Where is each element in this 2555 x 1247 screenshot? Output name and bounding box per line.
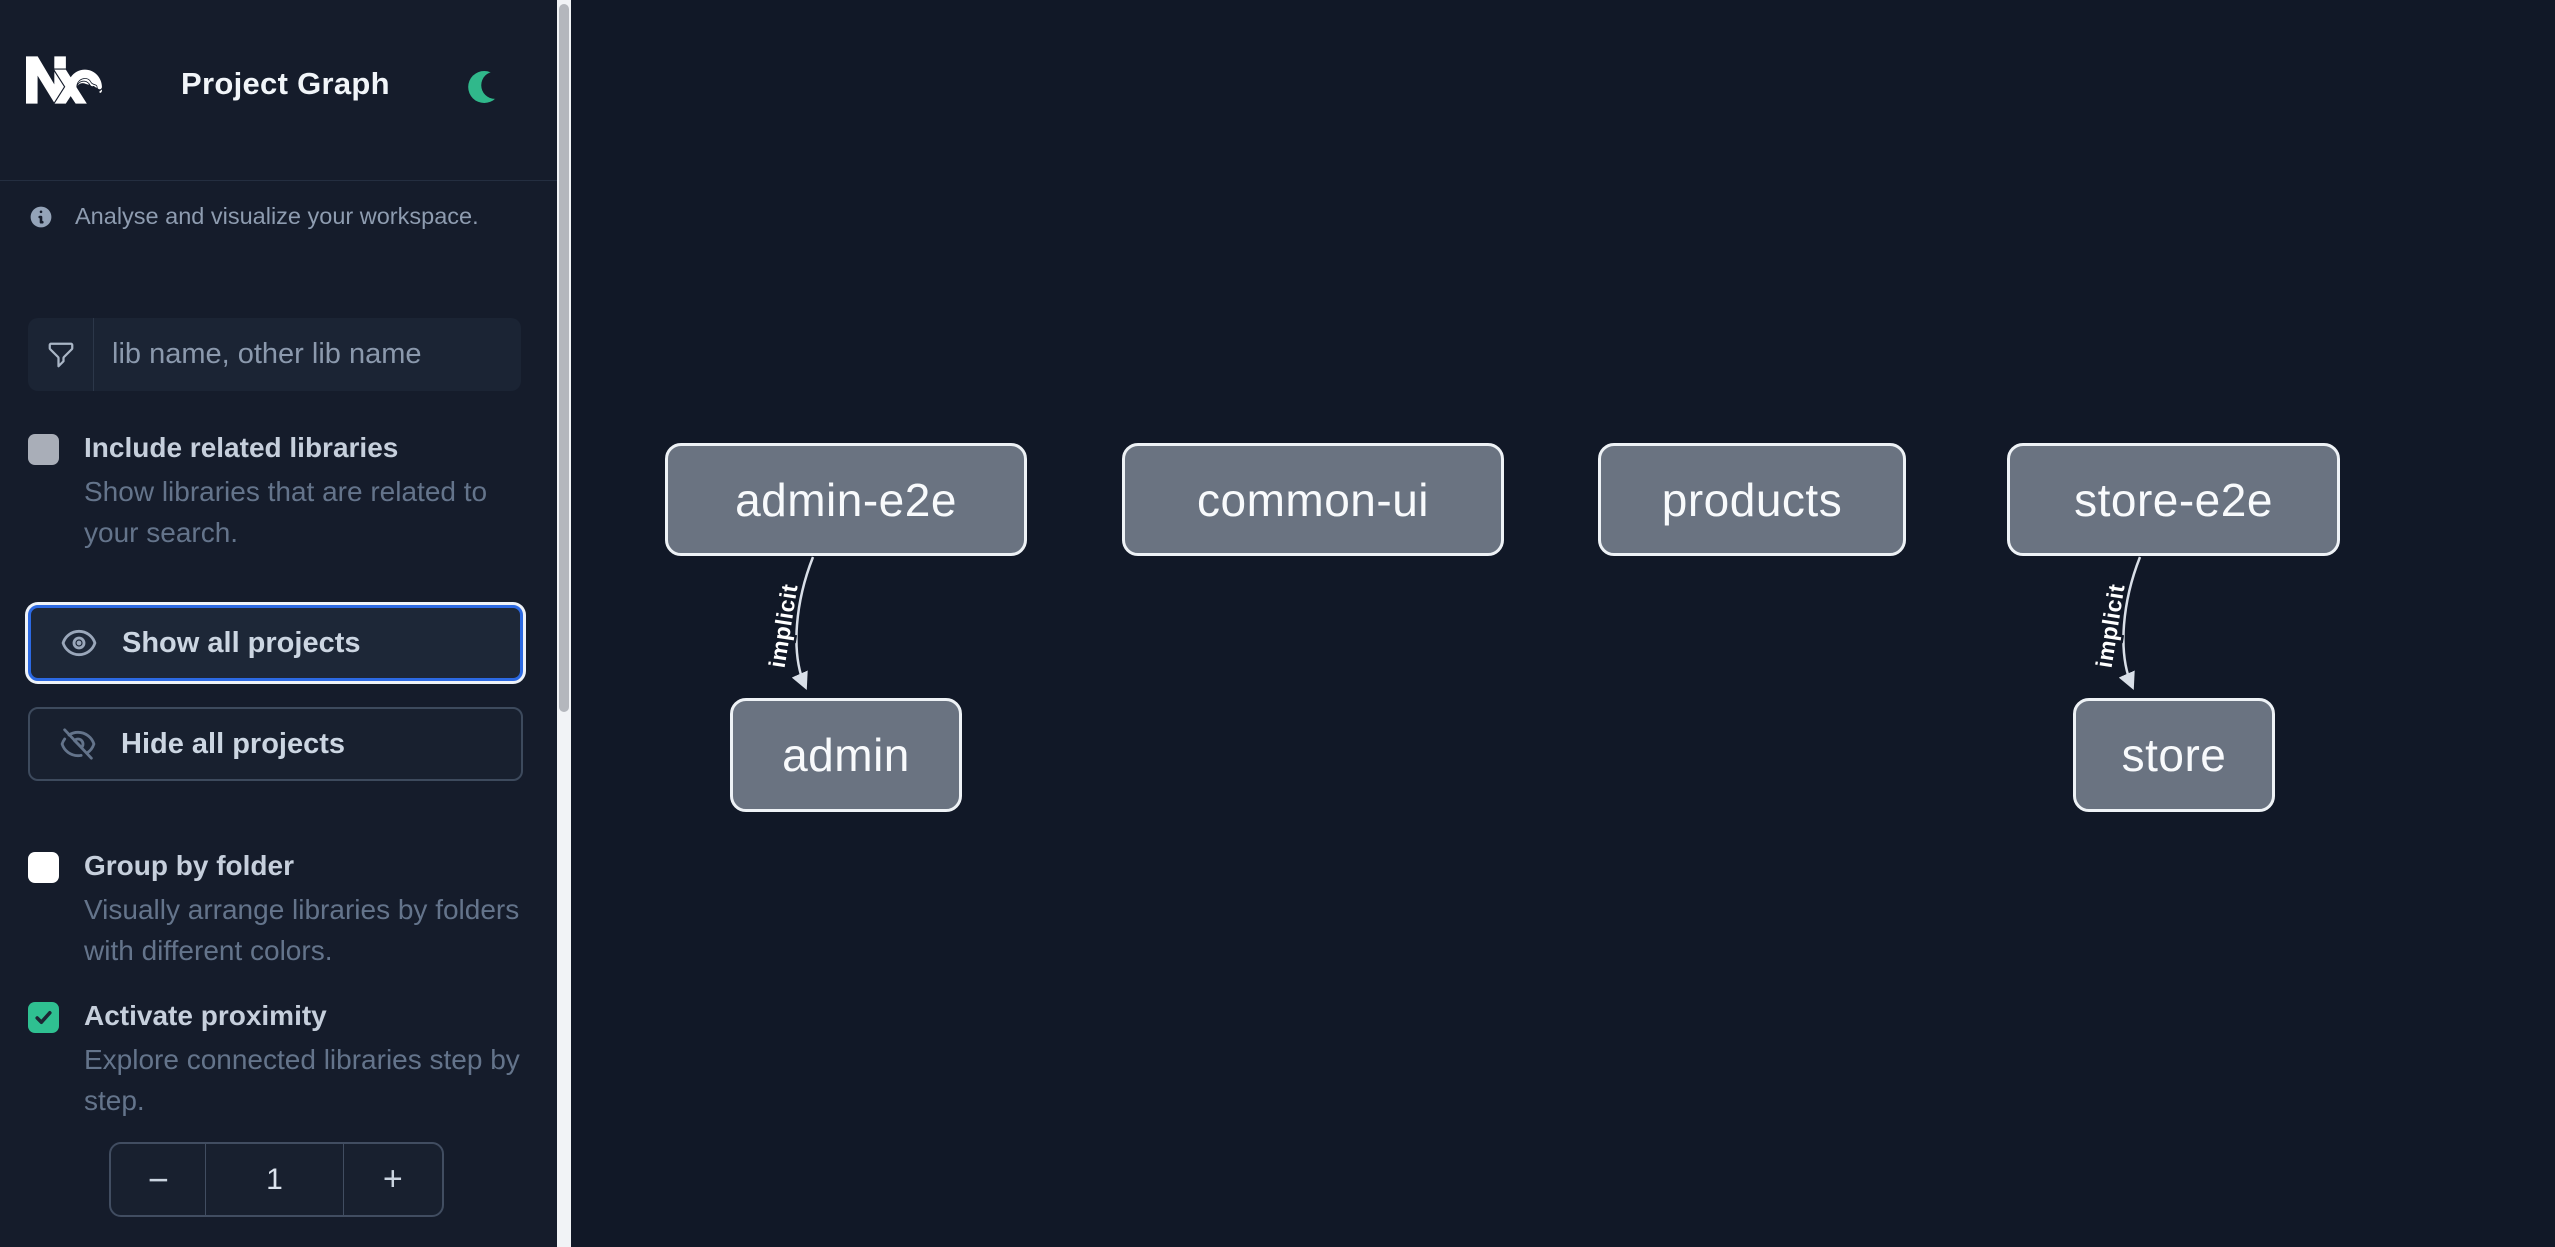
nx-logo-icon — [26, 56, 102, 104]
tagline-text: Analyse and visualize your workspace. — [75, 203, 479, 229]
info-icon — [30, 206, 52, 227]
group-by-folder-description: Visually arrange libraries by folders wi… — [84, 894, 520, 966]
graph-node-store-e2e[interactable]: store-e2e — [2007, 443, 2340, 556]
show-all-projects-label: Show all projects — [122, 626, 361, 659]
sidebar-scrollbar-track[interactable] — [557, 0, 571, 1247]
option-group-by-folder: Group by folder Visually arrange librari… — [28, 850, 528, 971]
include-related-label[interactable]: Include related libraries — [84, 432, 399, 463]
filter-input-group — [28, 318, 521, 391]
check-icon — [35, 1010, 52, 1025]
graph-node-admin[interactable]: admin — [730, 698, 962, 812]
proximity-depth-value[interactable]: 1 — [266, 1162, 283, 1196]
filter-icon-cell — [28, 318, 94, 391]
proximity-depth-stepper: − 1 + — [109, 1142, 444, 1217]
eye-slash-icon — [60, 728, 96, 760]
graph-node-admin-e2e[interactable]: admin-e2e — [665, 443, 1027, 556]
graph-node-products[interactable]: products — [1598, 443, 1906, 556]
include-related-description: Show libraries that are related to your … — [84, 476, 488, 548]
sidebar-scrollbar-thumb[interactable] — [559, 4, 569, 712]
graph-node-common-ui[interactable]: common-ui — [1122, 443, 1504, 556]
group-by-folder-checkbox[interactable] — [28, 852, 59, 883]
option-include-related: Include related libraries Show libraries… — [28, 432, 528, 553]
page-title: Project Graph — [181, 66, 390, 101]
sidebar-header: Project Graph — [0, 0, 557, 181]
eye-icon — [61, 629, 97, 657]
hide-all-projects-button[interactable]: Hide all projects — [28, 707, 523, 781]
moon-icon — [468, 70, 501, 104]
option-activate-proximity: Activate proximity Explore connected lib… — [28, 1000, 528, 1121]
activate-proximity-description: Explore connected libraries step by step… — [84, 1044, 520, 1116]
activate-proximity-label[interactable]: Activate proximity — [84, 1000, 327, 1031]
dark-mode-toggle[interactable] — [466, 68, 506, 108]
show-all-projects-button[interactable]: Show all projects — [28, 605, 523, 681]
include-related-checkbox[interactable] — [28, 434, 59, 465]
activate-proximity-checkbox[interactable] — [28, 1002, 59, 1033]
increment-button[interactable]: + — [342, 1144, 442, 1215]
tagline-row: Analyse and visualize your workspace. — [28, 203, 479, 230]
graph-edge-admin-e2e-admin — [791, 556, 815, 691]
filter-input[interactable] — [94, 318, 521, 391]
hide-all-projects-label: Hide all projects — [121, 727, 346, 760]
decrement-button[interactable]: − — [111, 1144, 207, 1215]
graph-edge-store-e2e-store — [2118, 556, 2142, 691]
group-by-folder-label[interactable]: Group by folder — [84, 850, 294, 881]
funnel-icon — [48, 342, 73, 367]
graph-node-store[interactable]: store — [2073, 698, 2275, 812]
sidebar: Project Graph Analyse and visualize your… — [0, 0, 557, 1247]
